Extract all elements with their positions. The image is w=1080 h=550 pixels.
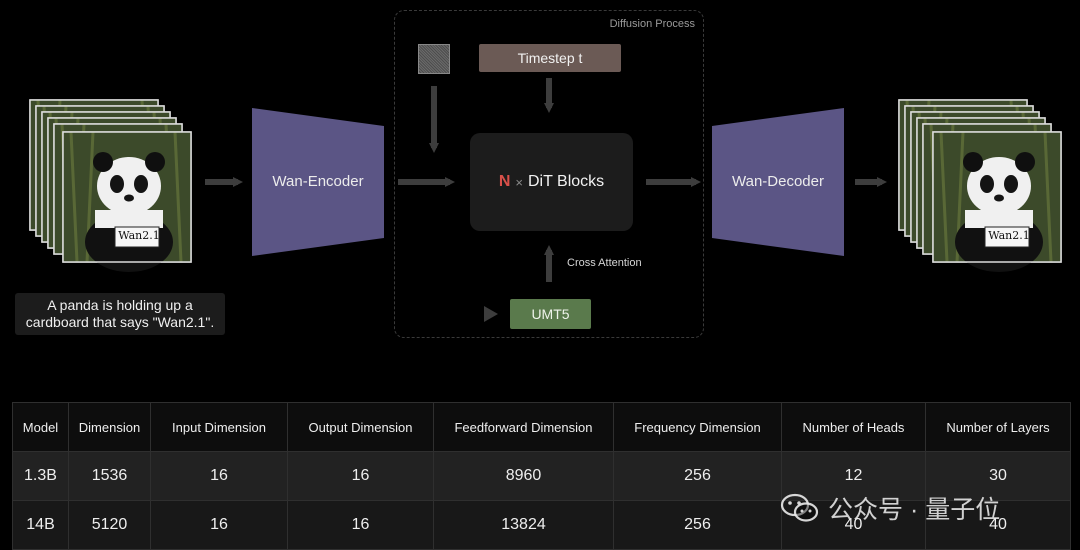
table-cell: 256	[613, 500, 782, 550]
table-header-row: Model Dimension Input Dimension Output D…	[12, 402, 1071, 452]
wan-encoder-label: Wan-Encoder	[272, 173, 364, 190]
output-video-frames	[897, 98, 1063, 274]
wan-decoder-shape	[712, 108, 844, 256]
umt5-block: UMT5	[510, 299, 591, 329]
cross-attention-label: Cross Attention	[567, 257, 642, 269]
wan-decoder-label: Wan-Decoder	[732, 173, 824, 190]
dit-label: DiT Blocks	[527, 173, 605, 190]
table-header: Input Dimension	[150, 402, 288, 452]
prompt-line-1: A panda is holding up a	[47, 297, 193, 313]
panda-sign-right: Wan2.1	[988, 229, 1030, 242]
table-header: Output Dimension	[287, 402, 434, 452]
timestep-block: Timestep t	[479, 44, 621, 72]
diffusion-process-label: Diffusion Process	[609, 18, 695, 30]
diffusion-process-box: Diffusion Process	[394, 10, 704, 338]
table-cell: 40	[925, 500, 1071, 550]
table-cell: 30	[925, 451, 1071, 501]
wan-encoder-shape	[252, 108, 384, 256]
model-specs-table: Model Dimension Input Dimension Output D…	[12, 402, 1071, 550]
watermark: 公众号 · 量子位	[780, 490, 1000, 526]
table-cell: 14B	[12, 500, 69, 550]
table-cell: 8960	[433, 451, 614, 501]
noise-latent-square	[418, 44, 450, 74]
table-header: Model	[12, 402, 69, 452]
panda-sign-left: Wan2.1	[118, 229, 160, 242]
prompt-line-2: cardboard that says "Wan2.1".	[25, 314, 215, 330]
table-header: Number of Heads	[781, 402, 926, 452]
dit-n: N	[498, 173, 511, 190]
table-cell: 13824	[433, 500, 614, 550]
text-prompt-box: A panda is holding up a cardboard that s…	[15, 293, 225, 335]
table-cell: 16	[287, 500, 434, 550]
table-row: 14B 5120 16 16 13824 256 40 40	[12, 500, 1071, 550]
table-cell: 5120	[68, 500, 151, 550]
table-header: Feedforward Dimension	[433, 402, 614, 452]
table-header: Dimension	[68, 402, 151, 452]
table-cell: 12	[781, 451, 926, 501]
table-cell: 1.3B	[12, 451, 69, 501]
input-video-frames	[28, 98, 193, 274]
table-cell: 16	[150, 500, 288, 550]
table-cell: 16	[287, 451, 434, 501]
table-cell: 1536	[68, 451, 151, 501]
table-cell: 40	[781, 500, 926, 550]
wechat-icon	[780, 493, 819, 522]
table-header: Number of Layers	[925, 402, 1071, 452]
table-cell: 256	[613, 451, 782, 501]
dit-times: ×	[515, 174, 523, 190]
dit-blocks: N × DiT Blocks	[470, 133, 633, 231]
table-header: Frequency Dimension	[613, 402, 782, 452]
table-row: 1.3B 1536 16 16 8960 256 12 30	[12, 451, 1071, 501]
watermark-text: 公众号 · 量子位	[828, 496, 1001, 524]
table-cell: 16	[150, 451, 288, 501]
